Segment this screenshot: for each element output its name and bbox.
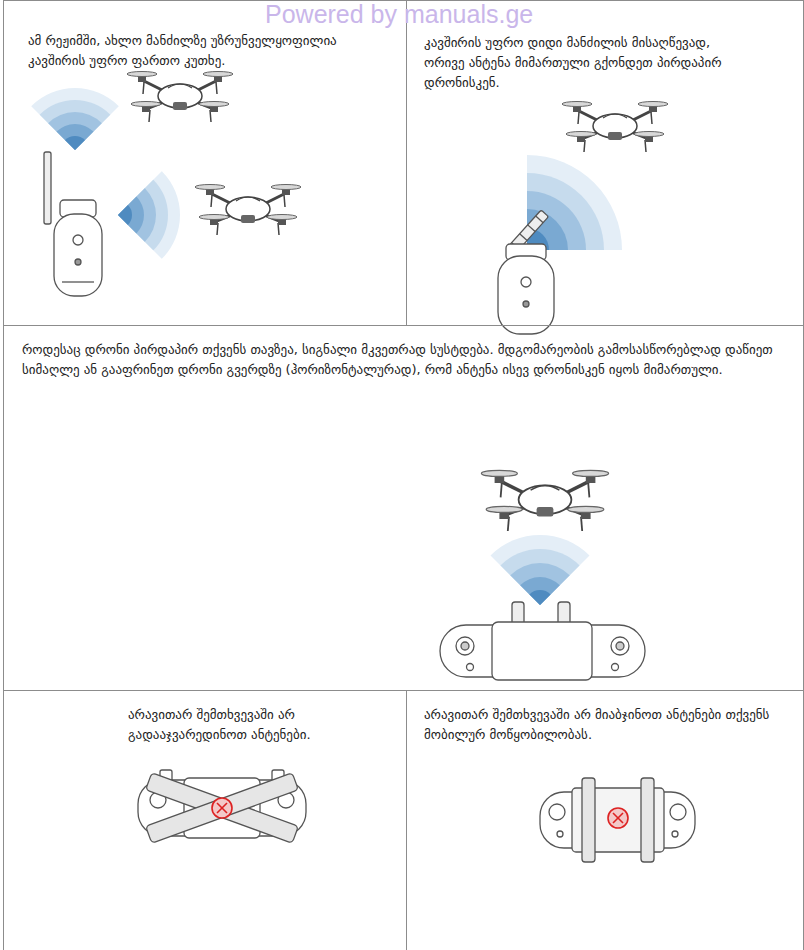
remote-controller	[440, 602, 645, 680]
cell-text: ამ რეჟიმში, ახლო მანძილზე უზრუნველყოფილი…	[28, 31, 393, 71]
table-cell: როდესაც დრონი პირდაპირ თქვენს თავზეა, სი…	[3, 325, 804, 691]
signal-fan	[432, 155, 622, 345]
cell-text: არავითარ შემთხვევაში არ გადააჯვარედინოთ …	[128, 705, 383, 745]
watermark: Powered by manuals.ge	[265, 0, 533, 29]
drone	[481, 470, 608, 531]
cell-text: როდესაც დრონი პირდაპირ თქვენს თავზეა, სი…	[22, 340, 784, 380]
drone	[195, 185, 301, 236]
remote-controller	[44, 152, 102, 296]
drone	[562, 102, 668, 153]
prohibited-mark	[212, 798, 232, 818]
table-cell: არავითარ შემთხვევაში არ მიაბჯინოთ ანტენე…	[406, 690, 804, 950]
signal-fan	[13, 88, 137, 212]
table-cell: ამ რეჟიმში, ახლო მანძილზე უზრუნველყოფილი…	[3, 0, 407, 326]
remote-controller	[498, 210, 554, 334]
remote-controller	[540, 778, 695, 862]
remote-controller	[138, 770, 306, 843]
table-cell: არავითარ შემთხვევაში არ გადააჯვარედინოთ …	[3, 690, 407, 950]
prohibited-mark	[608, 808, 628, 828]
table-cell: კავშირის უფრო დიდი მანძილის მისაღწევად, …	[406, 0, 804, 326]
drone	[127, 72, 233, 123]
cell-text: კავშირის უფრო დიდი მანძილის მისაღწევად, …	[424, 33, 724, 93]
cell-text: არავითარ შემთხვევაში არ მიაბჯინოთ ანტენე…	[424, 705, 789, 745]
